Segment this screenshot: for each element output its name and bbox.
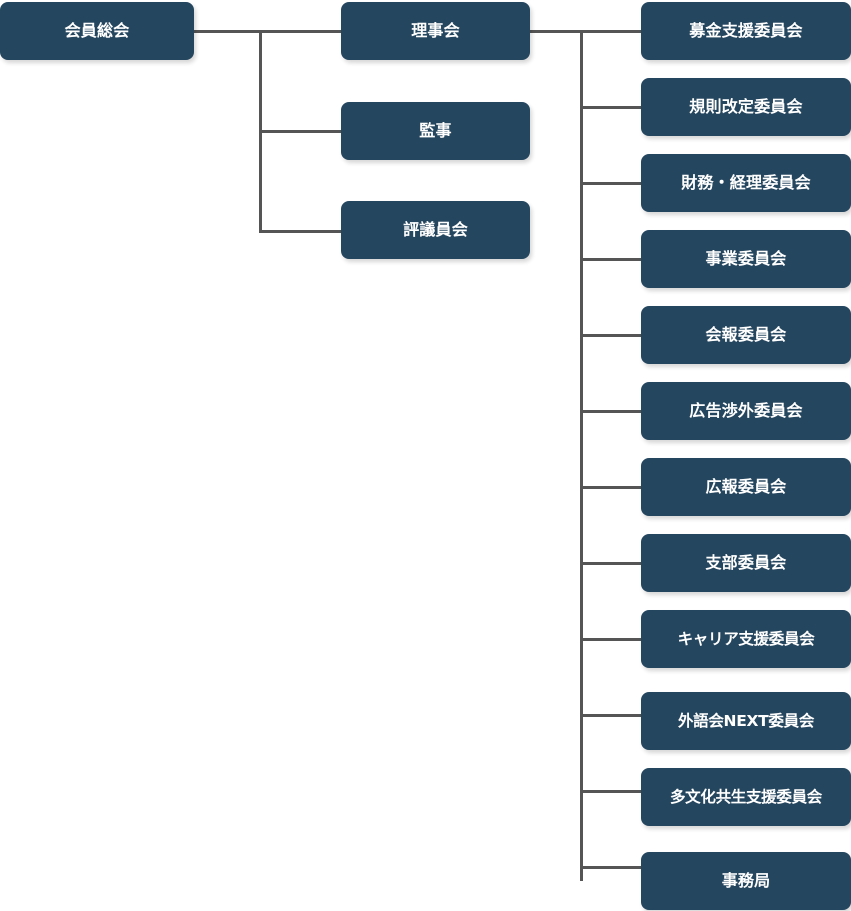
node-label: 外語会NEXT委員会	[677, 711, 815, 730]
connector-committee-stub	[580, 638, 641, 641]
node-label: 事務局	[721, 871, 771, 891]
node-committee-finance-accounting[interactable]: 財務・経理委員会	[641, 154, 851, 212]
node-committee-gaigokai-next[interactable]: 外語会NEXT委員会	[641, 692, 851, 750]
node-label: 理事会	[411, 21, 460, 41]
connector-committee-stub	[580, 410, 641, 413]
node-label: 広告渉外委員会	[689, 401, 803, 421]
connector-committee-stub	[580, 258, 641, 261]
node-committee-business[interactable]: 事業委員会	[641, 230, 851, 288]
node-label: 財務・経理委員会	[681, 173, 811, 193]
node-general-assembly[interactable]: 会員総会	[0, 2, 194, 60]
node-label: 評議員会	[403, 220, 468, 240]
connector-root-to-board	[194, 30, 341, 33]
node-label: 多文化共生支援委員会	[669, 787, 822, 806]
node-label: 募金支援委員会	[689, 21, 803, 41]
node-label: キャリア支援委員会	[677, 629, 815, 648]
node-label: 規則改定委員会	[689, 97, 803, 117]
node-auditor[interactable]: 監事	[341, 102, 530, 160]
connector-committee-stub	[580, 866, 641, 869]
node-label: 事業委員会	[705, 249, 787, 269]
connector-committee-stub	[580, 562, 641, 565]
node-committee-public-relations[interactable]: 広報委員会	[641, 458, 851, 516]
node-board-of-directors[interactable]: 理事会	[341, 2, 530, 60]
node-committee-newsletter[interactable]: 会報委員会	[641, 306, 851, 364]
node-committee-advertising-liaison[interactable]: 広告渉外委員会	[641, 382, 851, 440]
node-committee-career-support[interactable]: キャリア支援委員会	[641, 610, 851, 668]
node-councillors[interactable]: 評議員会	[341, 201, 530, 259]
connector-committee-stub	[580, 790, 641, 793]
node-committee-fundraising-support[interactable]: 募金支援委員会	[641, 2, 851, 60]
connector-committee-trunk	[580, 30, 583, 881]
connector-trunk-to-councillors	[259, 230, 341, 233]
node-committee-branch[interactable]: 支部委員会	[641, 534, 851, 592]
connector-committee-stub	[580, 106, 641, 109]
connector-committee-stub	[580, 182, 641, 185]
connector-board-to-committees	[530, 30, 641, 33]
connector-committee-stub	[580, 714, 641, 717]
connector-committee-stub	[580, 486, 641, 489]
node-label: 会員総会	[64, 21, 130, 41]
node-committee-rules-revision[interactable]: 規則改定委員会	[641, 78, 851, 136]
connector-committee-stub	[580, 334, 641, 337]
node-label: 支部委員会	[705, 553, 787, 573]
node-label: 監事	[419, 121, 452, 141]
node-label: 広報委員会	[705, 477, 787, 497]
connector-trunk-to-auditor	[259, 130, 341, 133]
node-committee-multicultural-support[interactable]: 多文化共生支援委員会	[641, 768, 851, 826]
node-label: 会報委員会	[705, 325, 787, 345]
node-secretariat[interactable]: 事務局	[641, 852, 851, 910]
